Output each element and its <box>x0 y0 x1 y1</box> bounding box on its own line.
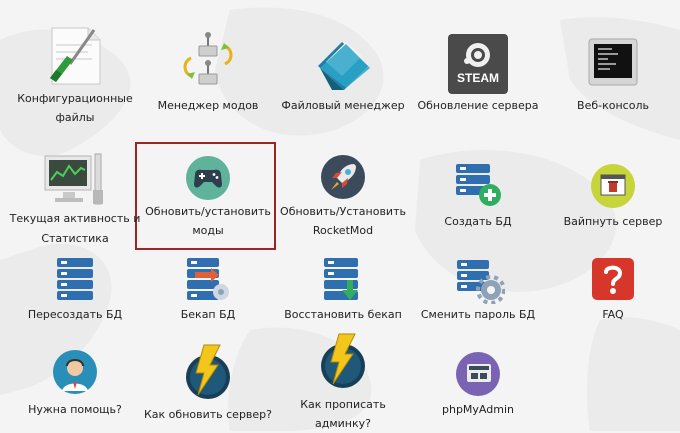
tile-how-update[interactable]: Как обновить сервер? <box>140 340 276 431</box>
tile-label: Обновить/Установить <box>280 205 406 218</box>
tile-label: Бекап БД <box>180 308 236 321</box>
tile-how-admin[interactable]: Как прописать админку? <box>275 330 411 431</box>
tile-label: Пересоздать БД <box>27 308 123 321</box>
tile-label: FAQ <box>602 308 624 321</box>
database-backup-icon <box>187 258 229 300</box>
tile-label: Сменить пароль БД <box>420 308 536 321</box>
steam-logo-text: STEAM <box>457 71 499 85</box>
config-file-screwdriver-icon <box>50 27 101 85</box>
tile-wipe[interactable]: Вайпнуть сервер <box>545 140 680 250</box>
tile-update-mods[interactable]: Обновить/установить моды <box>140 140 276 250</box>
lightning-disc-icon <box>186 344 230 399</box>
tile-change-db-pass[interactable]: Сменить пароль БД <box>410 250 546 330</box>
tile-mods-manager[interactable]: Менеджер модов <box>140 0 276 130</box>
mod-manager-icon <box>183 32 233 85</box>
tile-label: Обновление сервера <box>417 99 539 112</box>
tile-web-console[interactable]: Веб-консоль <box>545 0 680 130</box>
tile-label: Конфигурационные <box>17 92 133 105</box>
tile-label: Веб-консоль <box>577 99 649 112</box>
database-gear-icon <box>457 260 505 304</box>
trash-window-icon <box>591 164 635 208</box>
tile-label: Файловый менеджер <box>281 99 405 112</box>
phpmyadmin-icon <box>456 352 500 396</box>
tile-label: моды <box>192 224 224 237</box>
tile-rocketmod[interactable]: Обновить/Установить RocketMod <box>275 140 411 250</box>
tile-activity[interactable]: Текущая активность и Статистика <box>7 140 143 250</box>
activity-monitor-icon <box>44 153 103 205</box>
tile-label: Текущая активность и <box>9 212 141 225</box>
tile-label: Создать БД <box>444 215 512 228</box>
tile-label: Восстановить бекап <box>284 308 402 321</box>
tile-recreate-db[interactable]: Пересоздать БД <box>7 250 143 330</box>
question-icon <box>592 258 634 300</box>
tile-config-files[interactable]: Конфигурационные файлы <box>7 0 143 130</box>
tile-label: админку? <box>315 417 371 430</box>
support-agent-icon <box>53 350 97 394</box>
database-icon <box>57 258 93 300</box>
tile-label: файлы <box>55 111 95 124</box>
tile-label: Как обновить сервер? <box>143 408 272 421</box>
tile-file-manager[interactable]: Файловый менеджер <box>275 0 411 130</box>
database-add-icon <box>456 164 501 206</box>
web-console-icon <box>588 38 638 86</box>
lightning-disc-icon <box>321 333 365 388</box>
tile-help[interactable]: Нужна помощь? <box>7 340 143 431</box>
steam-icon: STEAM <box>448 34 508 94</box>
database-restore-icon <box>324 258 358 300</box>
tile-label: Обновить/установить <box>145 205 271 218</box>
file-manager-icon <box>318 42 370 90</box>
tile-faq[interactable]: FAQ <box>545 250 680 330</box>
tile-backup-db[interactable]: Бекап БД <box>140 250 276 330</box>
tile-create-db[interactable]: Создать БД <box>410 140 546 250</box>
tile-label: phpMyAdmin <box>442 403 514 416</box>
tile-label: Вайпнуть сервер <box>563 215 663 228</box>
tile-phpmyadmin[interactable]: phpMyAdmin <box>410 340 546 431</box>
tile-label: Менеджер модов <box>157 99 259 112</box>
gamepad-icon <box>186 156 230 200</box>
tile-label: RocketMod <box>312 224 374 237</box>
tile-label: Статистика <box>41 232 109 245</box>
tile-label: Как прописать <box>300 398 386 411</box>
tile-update-server[interactable]: STEAM Обновление сервера <box>410 0 546 130</box>
tile-restore-backup[interactable]: Восстановить бекап <box>275 250 411 330</box>
tile-label: Нужна помощь? <box>28 403 122 416</box>
rocket-icon <box>321 155 365 199</box>
